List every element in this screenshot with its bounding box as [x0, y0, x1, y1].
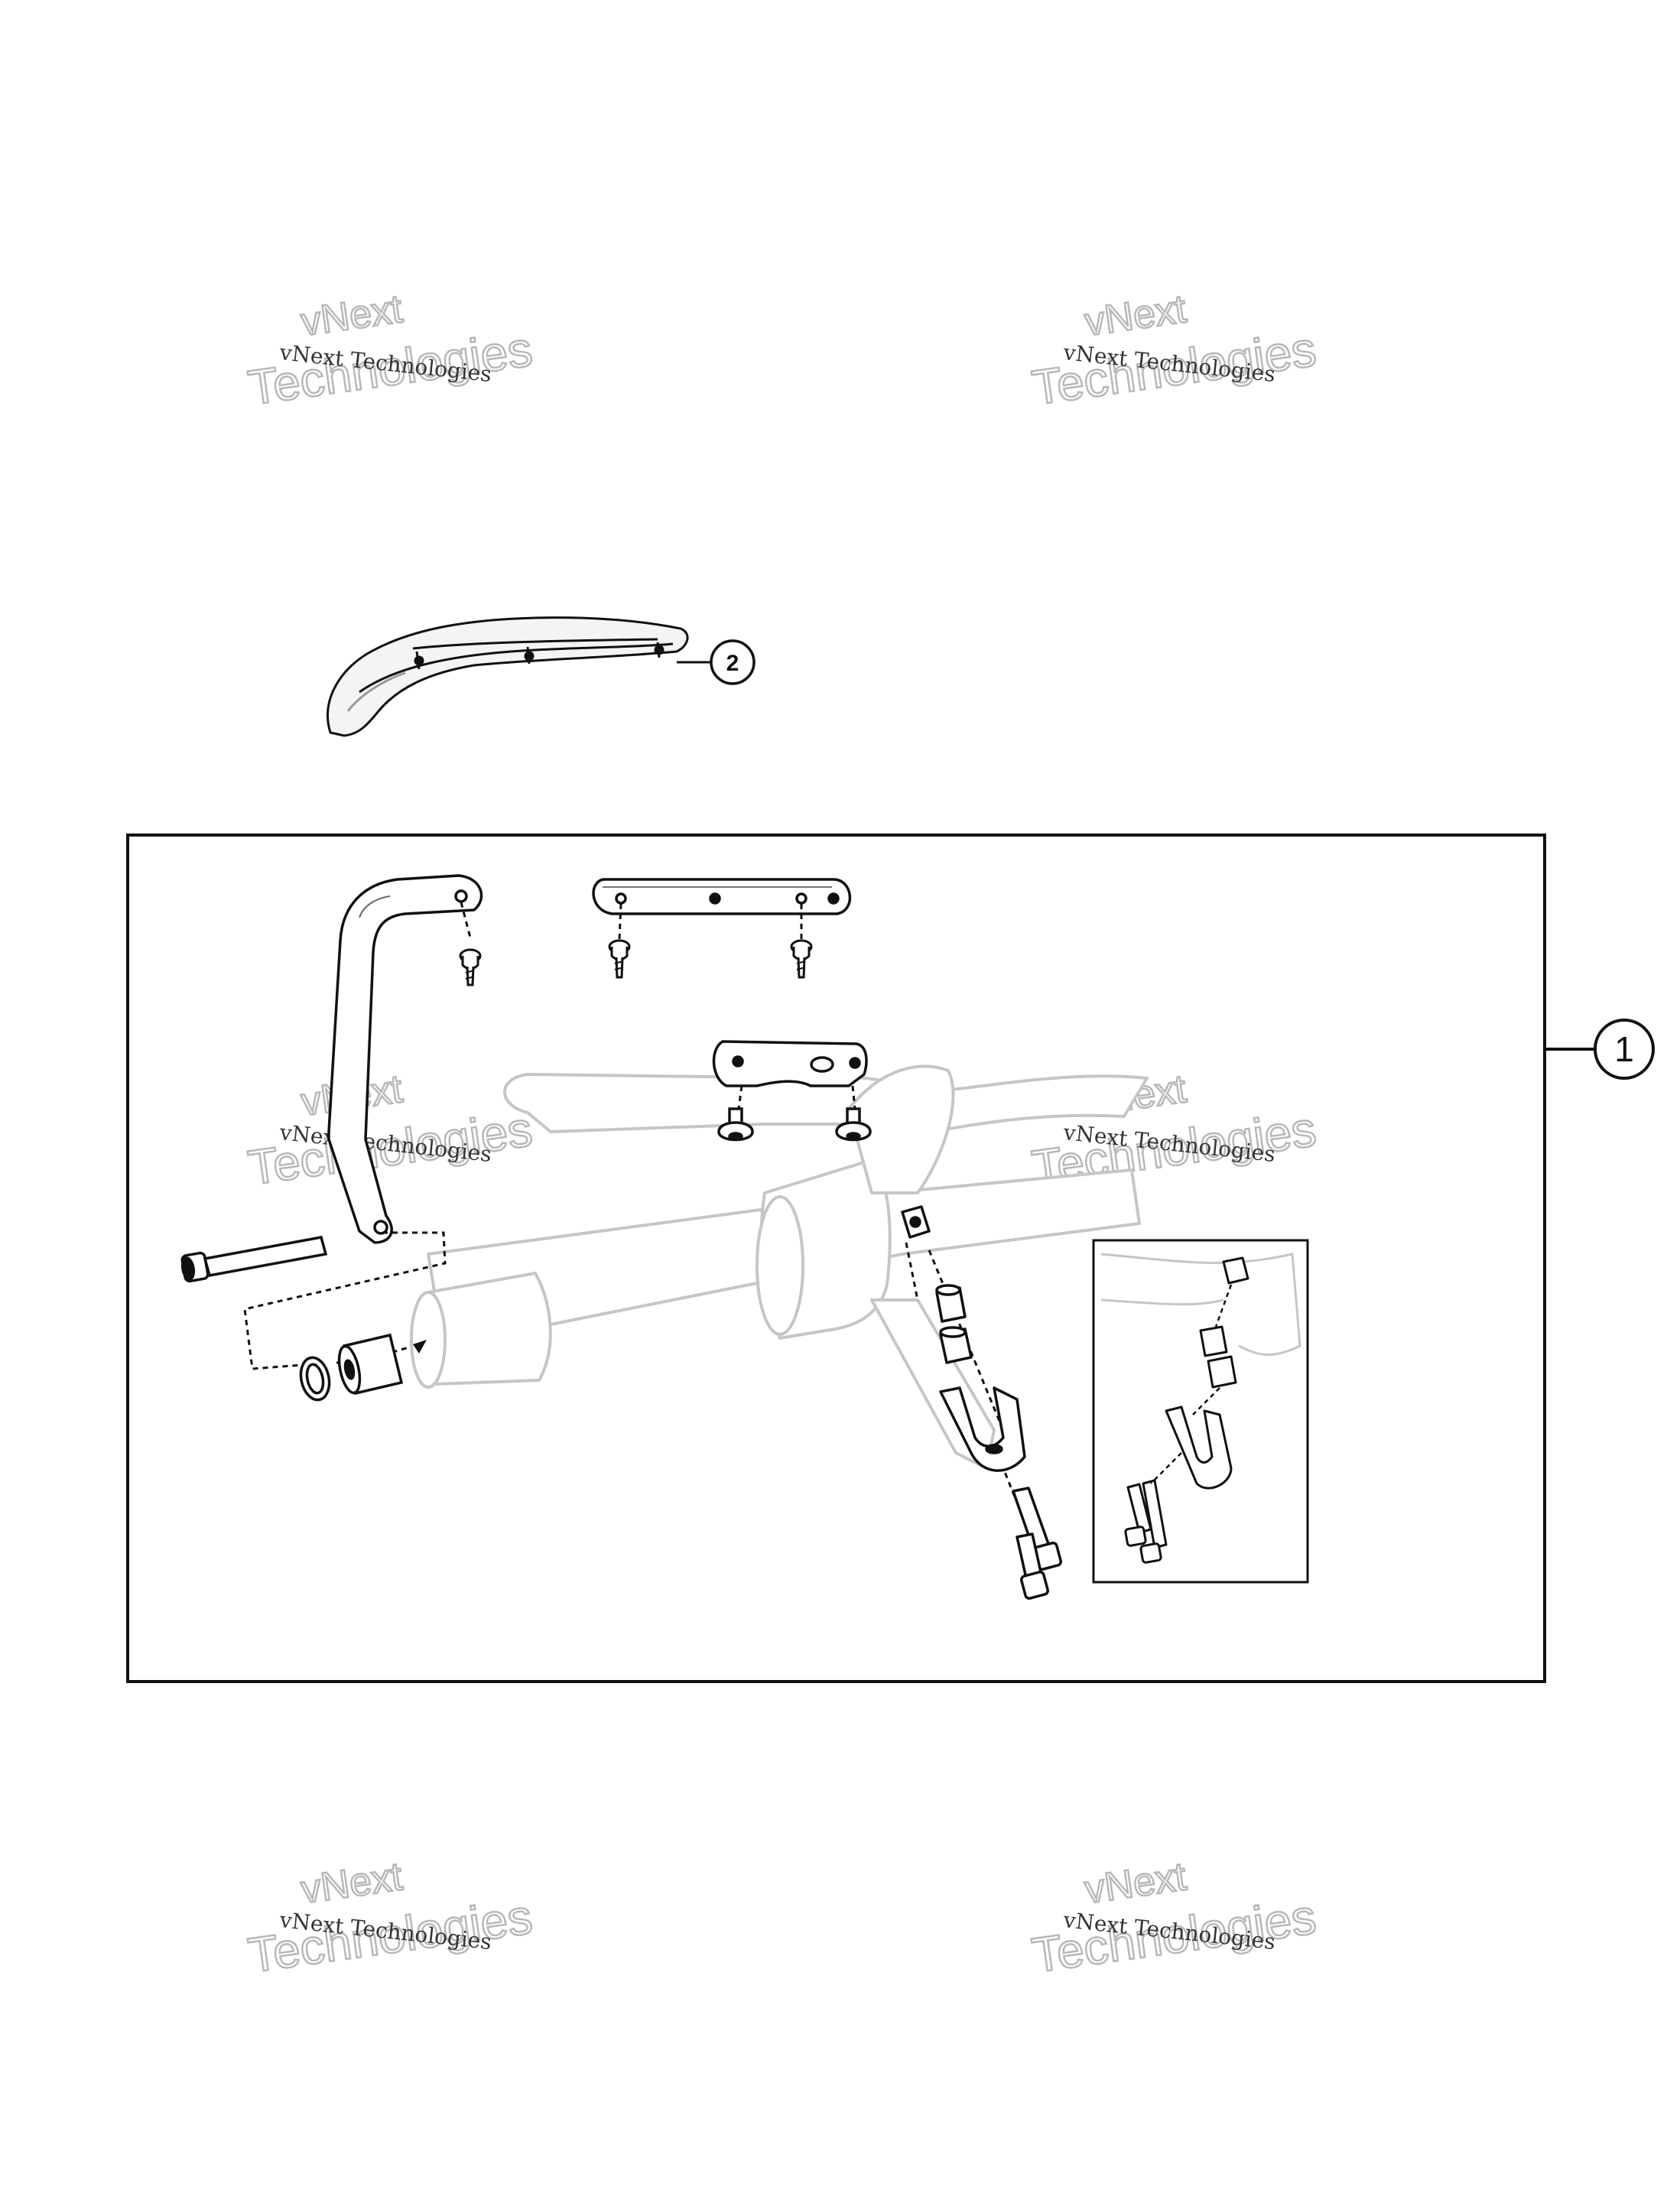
screws	[459, 939, 813, 986]
screw-icon	[790, 939, 813, 979]
o-ring	[299, 1356, 331, 1402]
bar-end-spacer	[337, 1333, 404, 1396]
screw-icon	[459, 948, 482, 986]
detail-inset	[1092, 1239, 1309, 1584]
callout-1-label: 1	[1614, 1029, 1634, 1069]
watermark-big-line1: vNext	[1082, 1854, 1189, 1912]
watermark-big-line1: vNext	[1082, 287, 1189, 345]
lever-mount-bracket	[712, 1040, 868, 1087]
clamp-bracket-stack	[901, 1205, 1062, 1600]
button-head-screw-icon	[835, 1107, 872, 1142]
kit-frame	[126, 834, 1546, 1683]
screw-icon	[608, 939, 631, 979]
bracket-screws	[717, 1107, 872, 1142]
mount-strip-plate	[592, 878, 851, 915]
bar-end-bolt	[180, 1235, 328, 1283]
hand-guard-shell	[327, 616, 711, 737]
arrow-to-grip	[413, 1340, 427, 1353]
watermark-big-line1: vNext	[298, 287, 405, 345]
button-head-screw-icon	[717, 1107, 754, 1142]
watermark-big-line1: vNext	[298, 1854, 405, 1912]
callout-2: 2	[710, 639, 756, 685]
callout-2-label: 2	[726, 651, 739, 676]
callout-1: 1	[1594, 1019, 1655, 1080]
handguard-bar	[327, 874, 483, 1244]
